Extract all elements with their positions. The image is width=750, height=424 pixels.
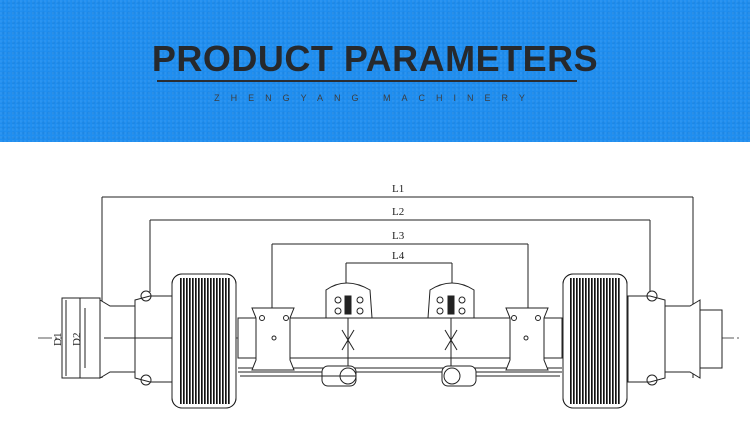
title-underline bbox=[157, 80, 577, 82]
left-slack-adjuster bbox=[240, 365, 357, 387]
axle-technical-drawing: L1 L2 L3 L4 D1 D2 bbox=[38, 183, 740, 409]
label-d2: D2 bbox=[71, 333, 83, 346]
left-cam-bracket bbox=[325, 282, 373, 366]
dimension-l2 bbox=[149, 219, 651, 292]
label-l3: L3 bbox=[392, 230, 405, 242]
left-brake-drum bbox=[140, 273, 237, 409]
label-d1: D1 bbox=[52, 333, 64, 346]
right-brake-drum bbox=[562, 273, 658, 409]
right-hub bbox=[627, 295, 723, 383]
label-l2: L2 bbox=[392, 206, 404, 218]
company-subtitle: ZHENGYANG MACHINERY bbox=[214, 93, 536, 103]
left-spring-seat bbox=[251, 307, 295, 371]
right-cam-bracket bbox=[427, 282, 475, 366]
right-slack-adjuster bbox=[441, 365, 560, 387]
dimension-l3 bbox=[271, 243, 529, 310]
right-spring-seat bbox=[505, 307, 549, 371]
label-l4: L4 bbox=[392, 250, 405, 262]
axle-beam bbox=[237, 317, 563, 373]
page-title: PRODUCT PARAMETERS bbox=[151, 38, 599, 79]
label-l1: L1 bbox=[392, 183, 404, 195]
left-hub bbox=[61, 295, 173, 383]
header-banner: PRODUCT PARAMETERS ZHENGYANG MACHINERY bbox=[0, 0, 750, 142]
